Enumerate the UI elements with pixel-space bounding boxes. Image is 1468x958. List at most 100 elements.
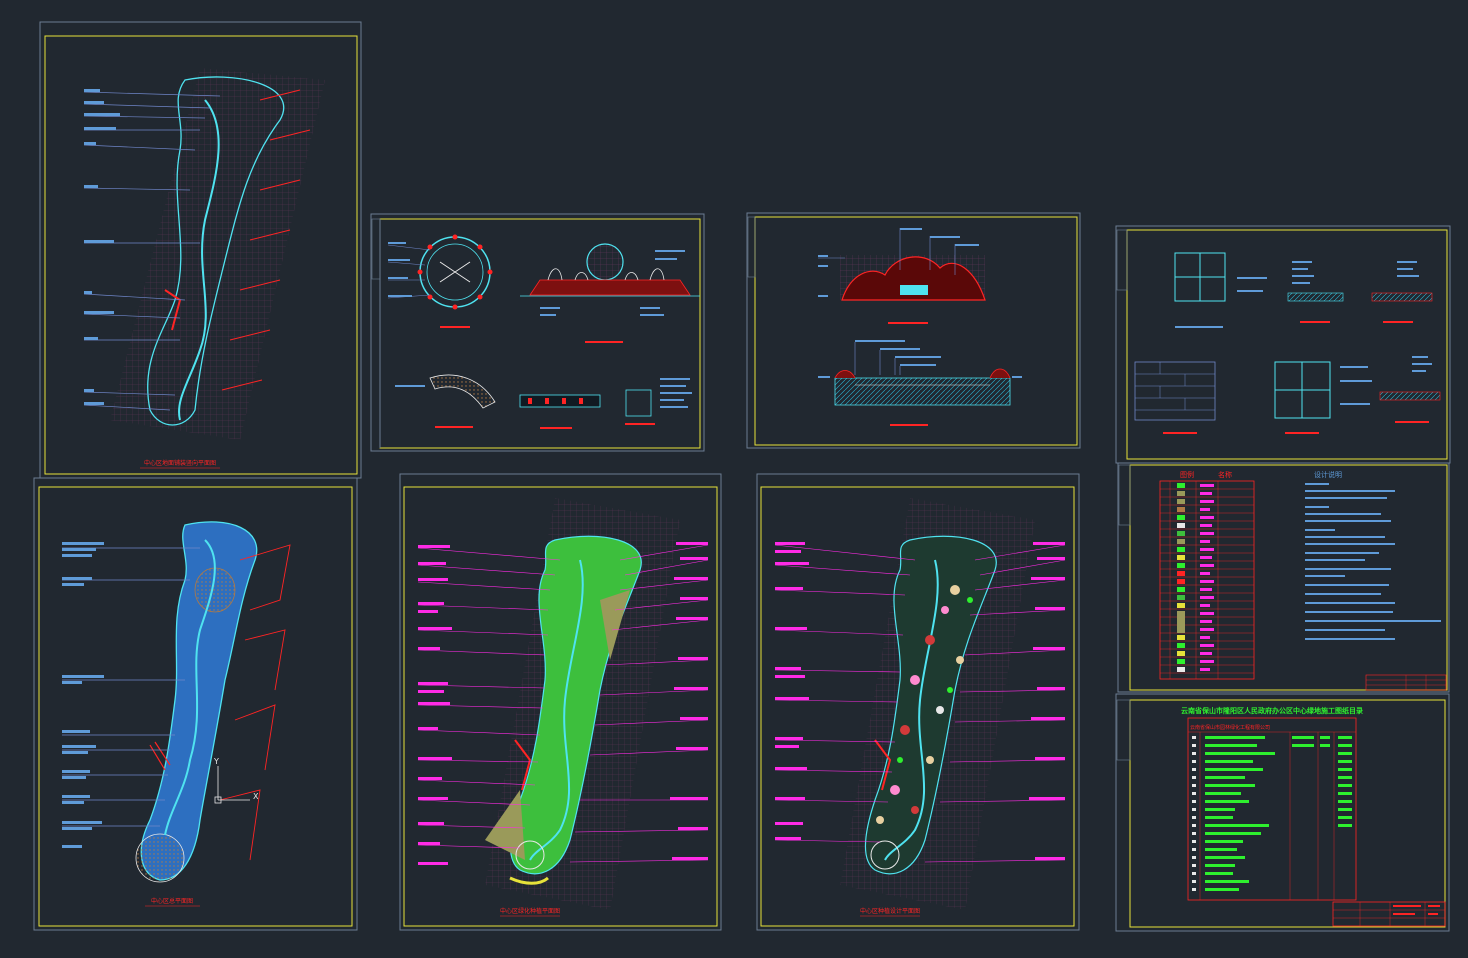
detail-caption: [440, 326, 470, 328]
section-rebar: [528, 398, 583, 404]
sheet-border: [1115, 693, 1450, 932]
legend-header-col2: 名称: [1218, 470, 1232, 479]
paving-section-2: [1371, 292, 1433, 302]
design-notes-text: [1305, 483, 1441, 640]
note-labels: [84, 89, 120, 405]
inner-frame: [44, 35, 358, 475]
plant-labels-left: [418, 545, 452, 865]
sheet-border: [399, 473, 722, 931]
note-labels: [1175, 261, 1419, 328]
title-strip-box: [1116, 699, 1131, 761]
legend-names: [1200, 484, 1214, 671]
plant-labels-right: [670, 542, 708, 860]
detail-caption: [888, 322, 928, 324]
sheet-border: [33, 477, 358, 931]
sheet-border: [756, 473, 1080, 931]
fountain-sphere: [586, 243, 624, 281]
path-core: [178, 99, 220, 421]
brick-joints: [1135, 362, 1215, 411]
fountain-nozzles: [417, 234, 493, 310]
title-strip-box: [1118, 464, 1131, 526]
round-plaza: [135, 833, 185, 883]
leader-lines: [387, 244, 431, 299]
sheet-3[interactable]: 中心区绿化种植平面图: [399, 473, 722, 931]
sheet-1[interactable]: 中心区地面铺装竖向平面图: [39, 21, 362, 479]
pool-section: [834, 377, 1011, 406]
paving-section-1: [1287, 292, 1344, 302]
detail-caption: [625, 423, 655, 425]
sheet-8[interactable]: 图例 名称: [1117, 462, 1450, 693]
legend-table: [1159, 480, 1255, 680]
note-labels: [818, 340, 1022, 378]
inner-frame: [38, 486, 353, 927]
title-strip-box: [1116, 229, 1128, 291]
sheet-4[interactable]: 中心区种植设计平面图: [756, 473, 1080, 931]
waterfall: [900, 285, 928, 295]
red-plot-lines: [221, 89, 311, 391]
plant-labels-left: [775, 542, 809, 840]
inner-frame: [1129, 699, 1446, 928]
inner-frame: [1129, 464, 1448, 691]
lawn-patch: [600, 590, 630, 660]
sheet-9[interactable]: 云南省保山市隆阳区人民政府办公区中心绿地施工图纸目录 云南省保山市园林绿化工程有…: [1115, 693, 1450, 932]
round-plaza: [870, 840, 900, 870]
sheet-6[interactable]: [746, 212, 1081, 449]
inner-frame: [403, 486, 718, 927]
fountain-plan-inner: [426, 243, 484, 301]
elevation-labels: [540, 250, 685, 316]
lawn-patch: [485, 790, 525, 860]
sheet-border: [746, 212, 1081, 449]
section-rocks: [834, 368, 1011, 379]
path-outline: [147, 76, 285, 426]
ucs-icon: [214, 766, 250, 804]
leader-lines: [774, 544, 1066, 863]
sheet-2[interactable]: X Y 中心区总平面图: [33, 477, 358, 931]
index-title: 云南省保山市隆阳区人民政府办公区中心绿地施工图纸目录: [1181, 706, 1363, 715]
red-accent: [514, 739, 532, 791]
sheet-caption: 中心区绿化种植平面图: [500, 907, 560, 915]
inner-frame: [760, 486, 1075, 927]
yellow-accent: [509, 876, 549, 885]
detail-caption: [1163, 432, 1197, 434]
detail-caption: [890, 424, 928, 426]
detail-caption: [1383, 321, 1413, 323]
path-core: [529, 559, 584, 861]
round-plaza: [515, 840, 545, 870]
inner-frame: [754, 216, 1078, 446]
note-labels: [388, 242, 412, 297]
inner-frame: [1126, 229, 1448, 460]
sheet-5[interactable]: [370, 213, 705, 452]
sheet-7[interactable]: [1115, 225, 1451, 464]
paving-section-3: [1379, 391, 1441, 401]
inner-frame: [379, 218, 701, 449]
red-plot-lines: [219, 544, 291, 861]
tile-detail-1: [1174, 252, 1226, 302]
index-numbers: [1192, 736, 1196, 891]
red-accent: [874, 739, 892, 791]
detail-caption: [1300, 321, 1330, 323]
plant-labels-right: [1029, 542, 1065, 860]
legend-grid: [1160, 481, 1254, 679]
title-block: [1332, 901, 1446, 927]
title-strip-box: [371, 218, 381, 280]
detail-caption: [540, 427, 572, 429]
tile-detail-2: [1274, 361, 1331, 419]
legend-header-col1: 图例: [1180, 470, 1194, 479]
section-labels: [660, 378, 692, 408]
index-subtitle: 云南省保山市园林绿化工程有限公司: [1190, 724, 1270, 731]
path-core: [884, 559, 939, 861]
rockery-elevation: [841, 256, 986, 301]
title-block-grid: [1366, 675, 1446, 690]
note-label: [395, 385, 425, 387]
legend-swatches: [1177, 483, 1185, 672]
sheet-caption: 中心区地面铺装竖向平面图: [144, 459, 216, 467]
title-strip-box: [747, 216, 756, 278]
title-block-text: [1393, 905, 1440, 915]
tree-symbols: [876, 585, 973, 824]
ucs-x-label: X: [253, 792, 259, 801]
grid-area: [110, 68, 325, 440]
arc-bench: [429, 374, 496, 409]
sheet-caption: 中心区种植设计平面图: [860, 907, 920, 915]
sheet-border: [1117, 462, 1450, 693]
